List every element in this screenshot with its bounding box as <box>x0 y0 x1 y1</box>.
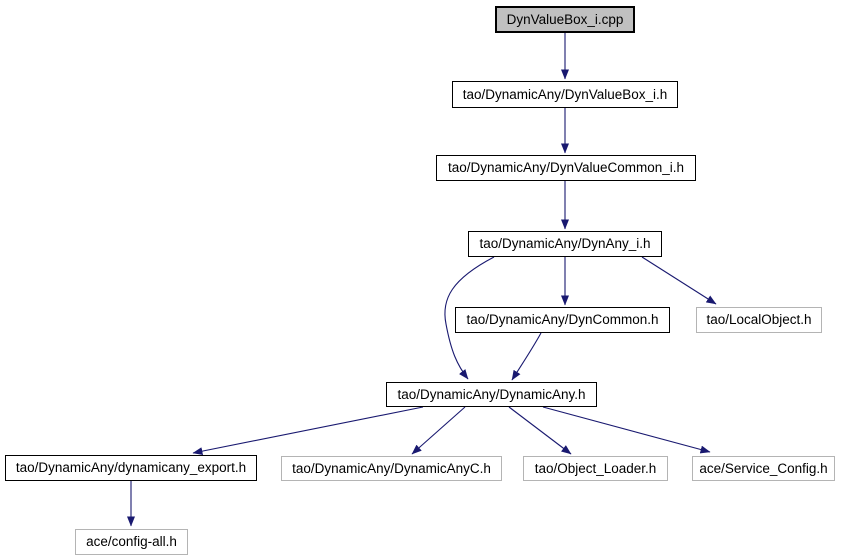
node-dynamicany-export-h[interactable]: tao/DynamicAny/dynamicany_export.h <box>5 455 257 481</box>
node-config-all-h[interactable]: ace/config-all.h <box>75 529 188 555</box>
node-dyncommon-h[interactable]: tao/DynamicAny/DynCommon.h <box>455 307 670 333</box>
node-dynvaluecommon-i-h[interactable]: tao/DynamicAny/DynValueCommon_i.h <box>436 155 696 181</box>
edge-dynany-to-dynamicany <box>444 256 495 380</box>
edge-dynany-to-localobject <box>641 256 717 305</box>
node-dynany-i-h[interactable]: tao/DynamicAny/DynAny_i.h <box>468 231 662 257</box>
node-dynamicany-h[interactable]: tao/DynamicAny/DynamicAny.h <box>386 382 597 407</box>
node-service-config-h[interactable]: ace/Service_Config.h <box>692 456 835 481</box>
node-dynvaluebox-i-h[interactable]: tao/DynamicAny/DynValueBox_i.h <box>452 81 678 108</box>
edge-dynamicany-to-objectloader <box>508 406 572 455</box>
edge-dynamicany-to-serviceconfig <box>542 406 711 454</box>
node-localobject-h[interactable]: tao/LocalObject.h <box>696 307 822 333</box>
node-dynamicanyc-h[interactable]: tao/DynamicAny/DynamicAnyC.h <box>281 456 502 481</box>
node-object-loader-h[interactable]: tao/Object_Loader.h <box>523 456 668 481</box>
node-dynvaluebox-cpp: DynValueBox_i.cpp <box>495 6 635 33</box>
edge-dynamicany-to-export <box>192 406 424 456</box>
edge-dynamicany-to-dynamicanyc <box>411 406 466 455</box>
edge-dyncommon-to-dynamicany <box>511 332 542 381</box>
